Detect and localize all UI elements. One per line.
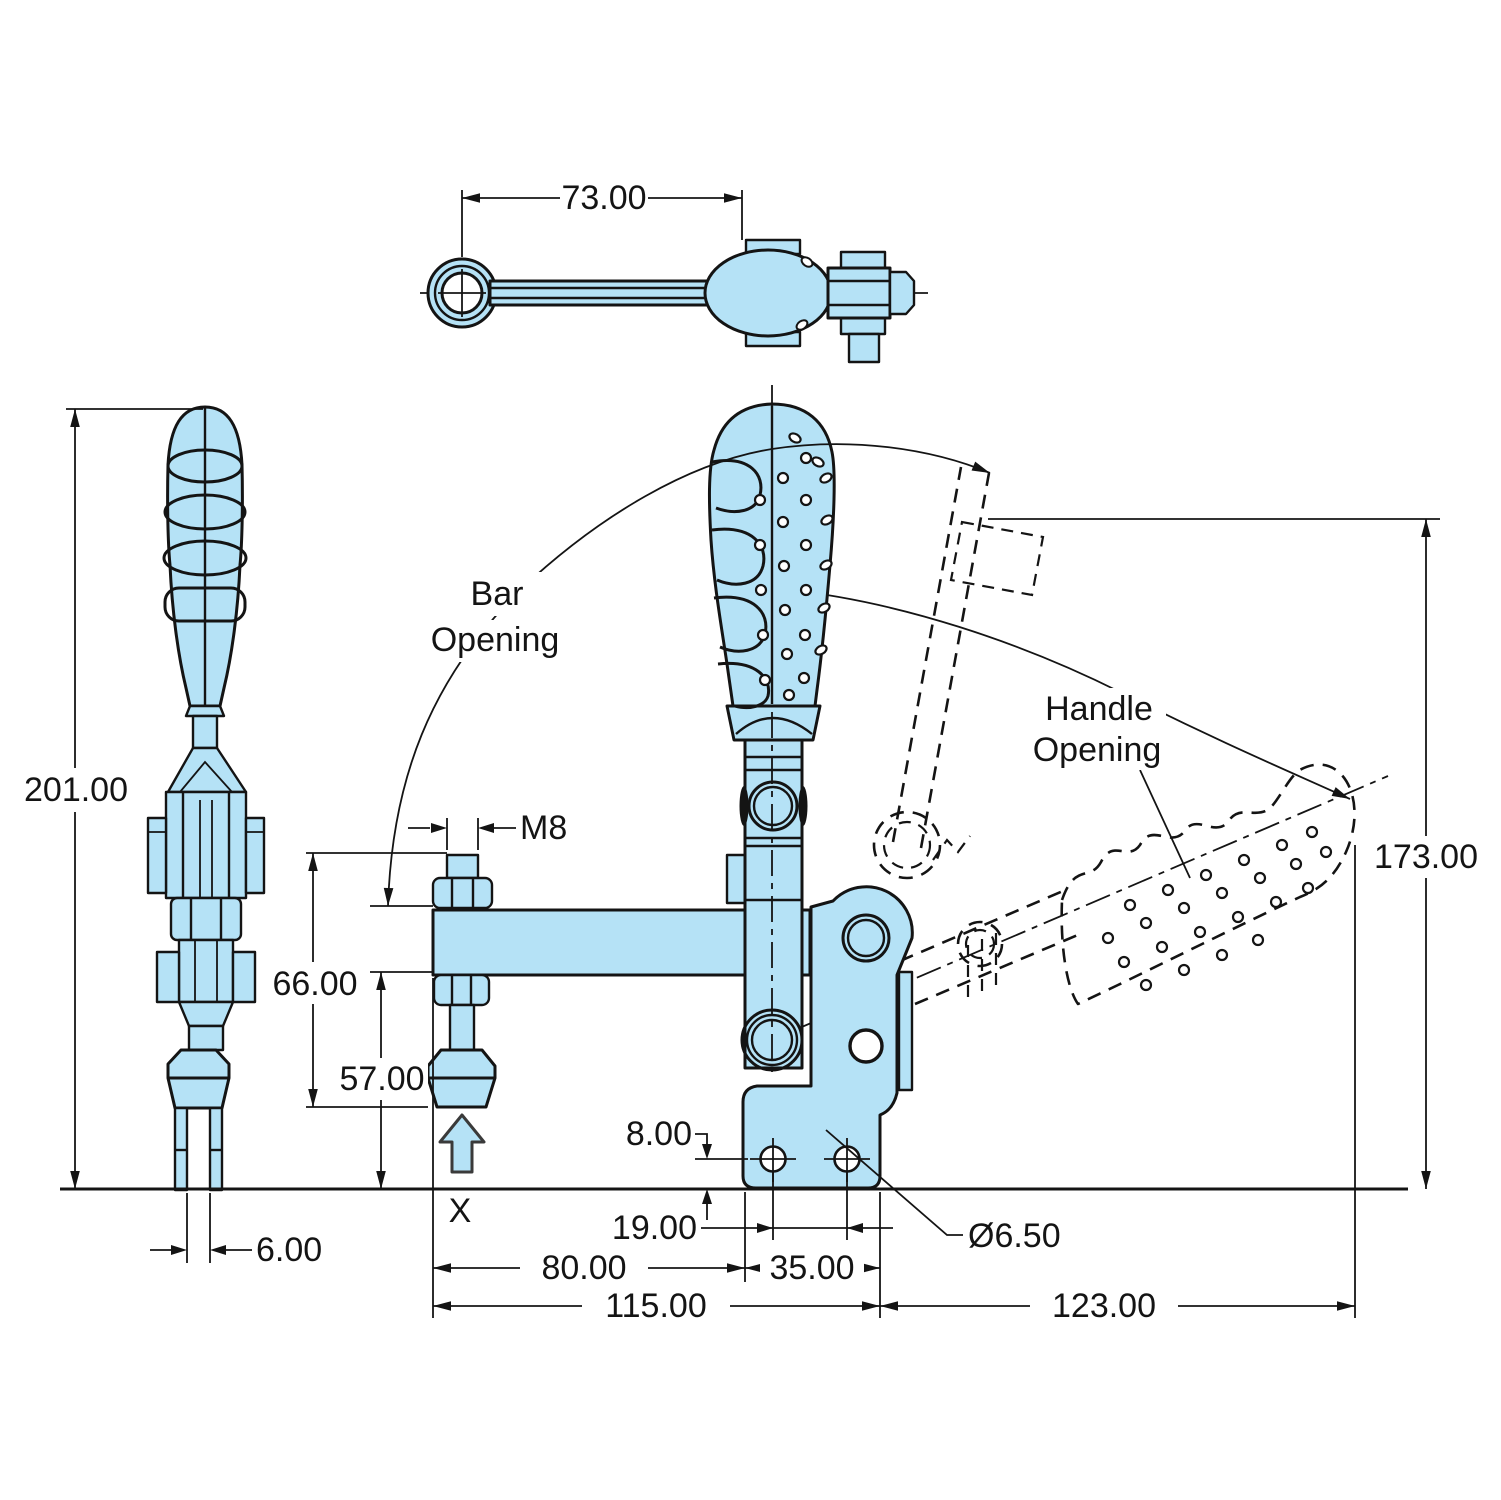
bar-opening-arc	[383, 443, 991, 907]
dim-8: 8.00	[626, 1115, 748, 1220]
label-bar-opening: Bar Opening	[428, 572, 562, 662]
dim-8-text: 8.00	[626, 1115, 692, 1153]
callout-dia-650: Ø6.50	[825, 1129, 1061, 1255]
side-view-handle	[162, 405, 248, 708]
dim-35-text: 35.00	[769, 1249, 854, 1287]
dim-m8: M8	[408, 809, 567, 850]
dim-80-text: 80.00	[541, 1249, 626, 1287]
dim-650-text: Ø6.50	[968, 1217, 1061, 1255]
label-handle-opening-line1: Handle	[1045, 690, 1153, 728]
spindle	[426, 853, 497, 1109]
top-view-handle-knob	[703, 238, 833, 348]
top-view-spindle-eye	[426, 257, 498, 329]
dim-6-text: 6.00	[256, 1231, 322, 1269]
dim-m8-text: M8	[520, 809, 567, 847]
side-view-spindle	[155, 896, 257, 1110]
dim-201: 201.00	[8, 408, 203, 1189]
top-view: 73.00	[420, 178, 928, 364]
main-view: M8 66.00 57.00 8.00	[60, 385, 1496, 1326]
dim-66: 66.00	[268, 852, 447, 1108]
dim-115-123: 115.00 123.00	[433, 845, 1356, 1326]
dim-201-text: 201.00	[24, 771, 128, 809]
dim-73: 73.00	[461, 178, 743, 257]
dim-173-text: 173.00	[1374, 838, 1478, 876]
dim-73-text: 73.00	[561, 179, 646, 217]
open-grip-dots	[1101, 825, 1333, 992]
dim-57-text: 57.00	[339, 1060, 424, 1098]
label-handle-opening: Handle Opening	[1028, 688, 1191, 879]
top-view-body	[826, 250, 916, 364]
dim-19: 19.00	[612, 1172, 893, 1247]
dim-19-text: 19.00	[612, 1209, 697, 1247]
dim-6: 6.00	[150, 1193, 322, 1269]
dim-173: 173.00	[988, 518, 1496, 1189]
label-handle-opening-line2: Opening	[1033, 731, 1162, 769]
clamp-force-arrow-icon	[438, 1113, 486, 1174]
body-spare-hole	[848, 1028, 884, 1064]
dim-123-text: 123.00	[1052, 1287, 1156, 1325]
dim-115-text: 115.00	[605, 1287, 706, 1325]
dim-66-text: 66.00	[272, 965, 357, 1003]
label-datum-x: X	[449, 1192, 472, 1230]
side-view-clevis	[146, 704, 266, 900]
side-view: 201.00 6.00	[8, 405, 322, 1269]
top-view-bar	[488, 279, 720, 307]
dim-57: 57.00	[336, 971, 433, 1189]
dim-80-35: 80.00 35.00	[432, 978, 881, 1318]
side-view-fork-prongs	[173, 1106, 224, 1192]
spindle-stud	[445, 853, 480, 880]
label-bar-opening-line1: Bar	[471, 575, 524, 613]
body-side-tab	[897, 970, 914, 1092]
open-handle-grip-outline	[1060, 763, 1356, 1006]
label-bar-opening-line2: Opening	[431, 621, 560, 659]
